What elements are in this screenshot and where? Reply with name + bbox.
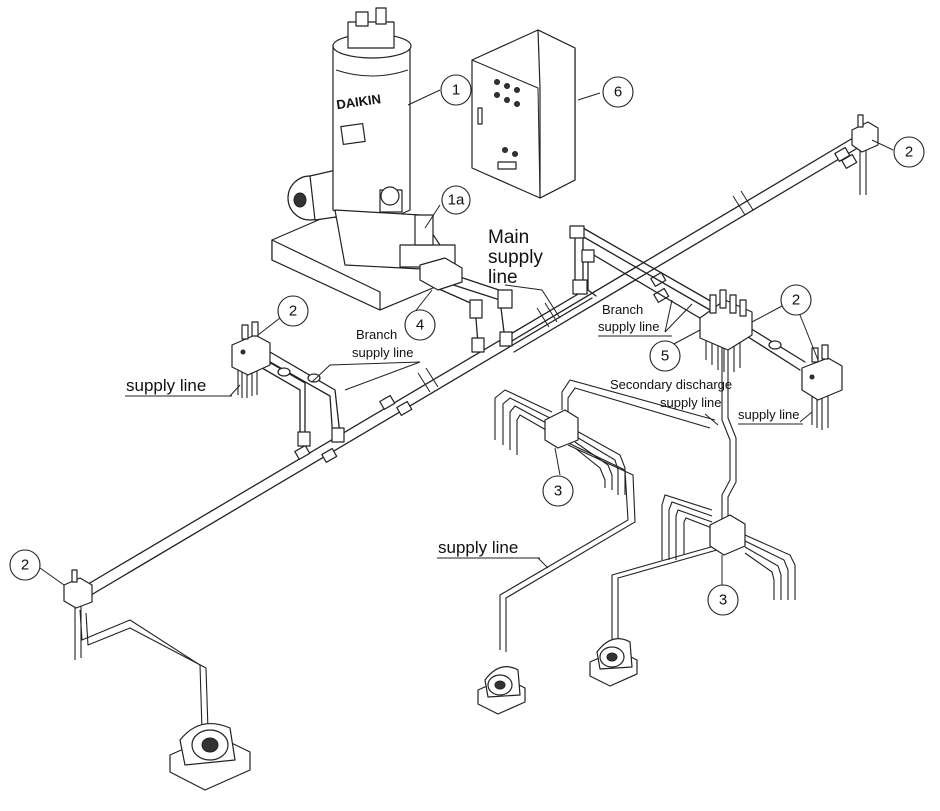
pump-brand-text: DAIKIN [335,91,381,112]
callout-2-top-right: 2 [893,136,925,168]
pump-unit: DAIKIN [271,7,456,311]
callout-3-center: 3 [542,475,574,507]
svg-text:5: 5 [661,348,669,365]
bearing-bottom-center [477,666,526,715]
secondary-lines [74,140,867,731]
bearing-blocks [169,638,638,791]
callout-2-right: 2 [780,284,812,316]
supply-line-bottom-label: supply line [438,538,518,557]
main-supply-line-label-2: supply [488,247,543,268]
svg-text:4: 4 [416,317,424,334]
supply-line-right-label: supply line [738,407,799,422]
callouts: 1 1a 6 2 2 2 2 4 [9,74,925,616]
branch-supply-line-right-2: supply line [598,319,659,334]
callout-1a: 1a [441,185,471,215]
svg-text:2: 2 [289,303,297,320]
svg-text:2: 2 [905,144,913,161]
branch-supply-line-left-1: Branch [356,327,397,342]
callout-2-bottom-left: 2 [9,549,41,581]
callout-2-left: 2 [277,295,309,327]
bearing-bottom-left [169,722,251,791]
secondary-discharge-label-2: supply line [660,395,721,410]
label-underlines [125,335,803,559]
callout-4: 4 [404,309,436,341]
svg-text:2: 2 [792,292,800,309]
svg-text:3: 3 [719,592,727,609]
supply-line-left-label: supply line [126,376,206,395]
callout-5: 5 [649,340,681,372]
secondary-discharge-label-1: Secondary discharge [610,377,732,392]
svg-text:1: 1 [452,82,460,99]
callout-leaders [39,89,894,586]
branch-supply-line-right-1: Branch [602,302,643,317]
branch-pipes [261,225,806,447]
text-labels: Main supply line Branch supply line Bran… [126,227,799,557]
svg-text:2: 2 [21,557,29,574]
divider-valves [63,114,879,609]
branch-supply-line-left-2: supply line [352,345,413,360]
svg-text:6: 6 [614,84,622,101]
main-supply-pipes [77,134,867,599]
svg-text:3: 3 [554,483,562,500]
control-panel [471,29,576,199]
callout-6: 6 [602,76,634,108]
svg-text:1a: 1a [448,192,465,209]
bearing-bottom-right [589,638,638,687]
main-supply-line-label-1: Main [488,227,529,248]
callout-1: 1 [440,74,472,106]
callout-3-right: 3 [707,584,739,616]
main-supply-line-label-3: line [488,267,518,288]
